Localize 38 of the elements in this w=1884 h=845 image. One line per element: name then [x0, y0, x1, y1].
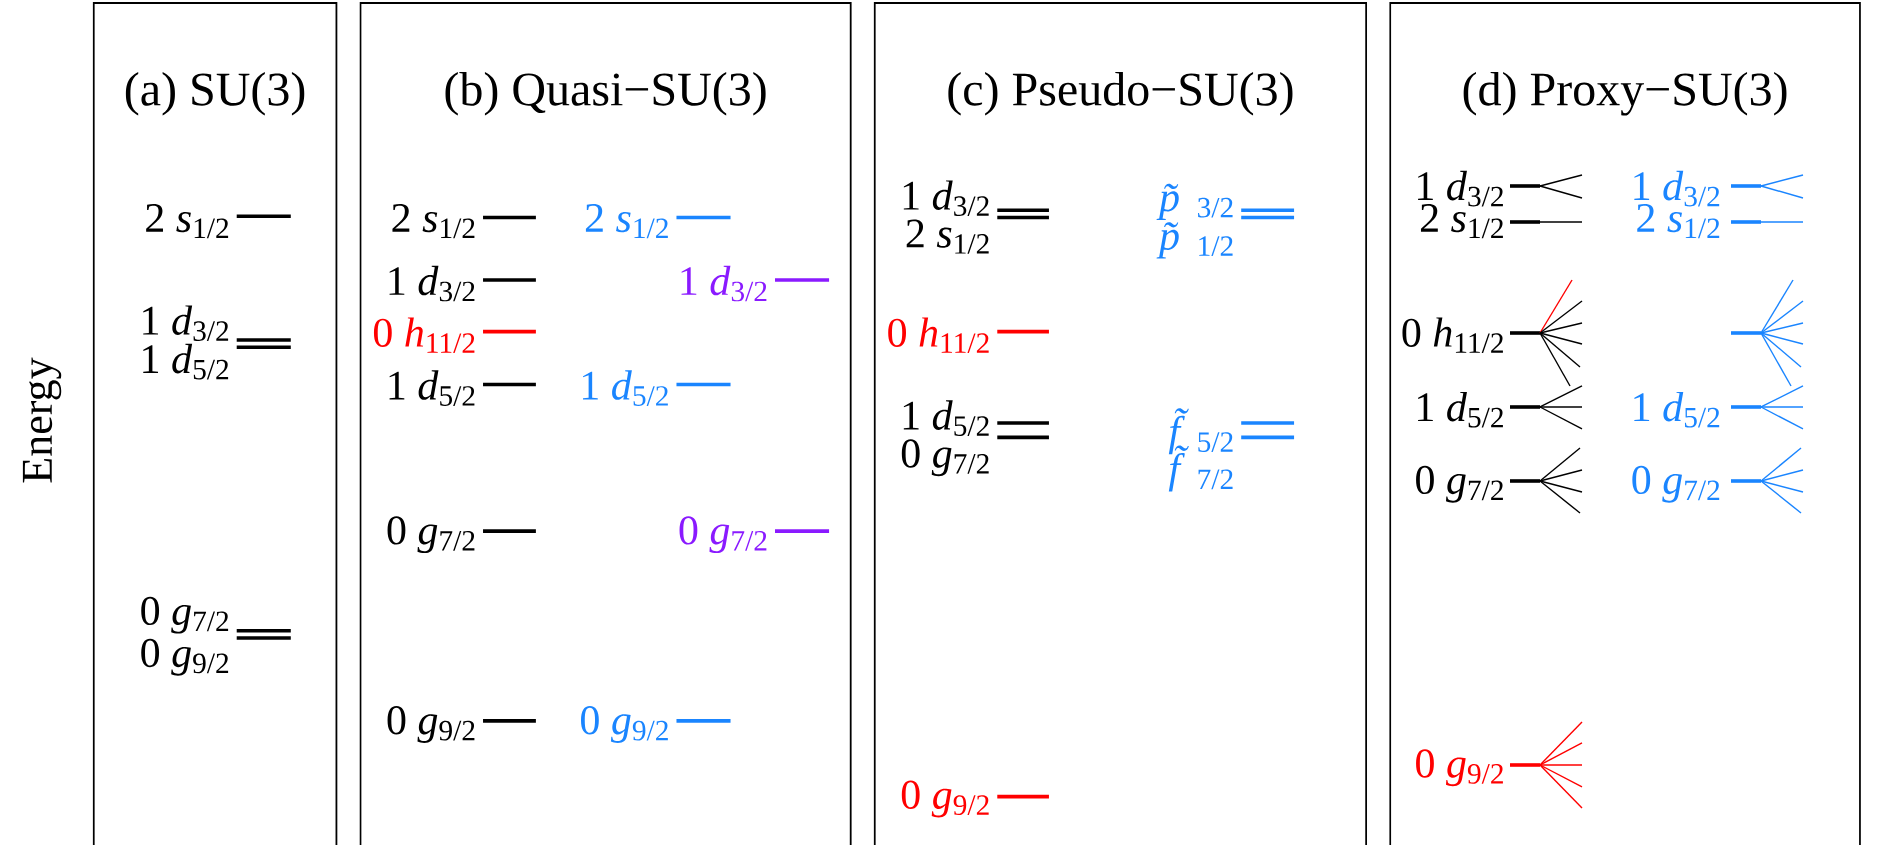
level-label: 1 d$_{5/2}$	[1418, 391, 1503, 428]
panel-box	[359, 2, 852, 845]
level-label: 1 d$_{3/2}$	[389, 265, 475, 302]
level-label: 0 g$_{9/2}$	[387, 706, 475, 743]
level-label: 0 h$_{11/2}$	[373, 317, 475, 354]
panel-title: (b) Quasi−SU(3)	[445, 71, 766, 116]
level-label: 1 d$_{5/2}$	[903, 400, 989, 436]
level-label: 1 d$_{3/2}$	[903, 180, 989, 217]
level-label: 2 s$_{1/2}$	[146, 203, 229, 239]
panel-box	[1389, 2, 1861, 845]
level-label: p̃$_{3/2}$	[1156, 183, 1233, 220]
level-label: p̃$_{1/2}$	[1156, 222, 1233, 259]
panel-box	[92, 2, 338, 845]
panel-title: (a) SU(3)	[125, 71, 305, 116]
level-label: 0 h$_{11/2}$	[1402, 317, 1503, 354]
level-label: 0 g$_{9/2}$	[141, 638, 229, 676]
level-label: 1 d$_{5/2}$	[1634, 391, 1720, 428]
level-label: 1 d$_{5/2}$	[389, 370, 475, 406]
level-label: 1 d$_{3/2}$	[143, 305, 229, 341]
level-label: 0 g$_{7/2}$	[1632, 465, 1720, 503]
level-label: 2 s$_{1/2}$	[585, 203, 668, 239]
level-label: 2 s$_{1/2}$	[906, 219, 989, 254]
level-label: 1 d$_{3/2}$	[681, 265, 767, 302]
panel-title: (d) Proxy−SU(3)	[1463, 71, 1787, 116]
level-label: 0 g$_{9/2}$	[901, 780, 989, 818]
level-label: 0 g$_{9/2}$	[1416, 749, 1503, 787]
level-label: 2 s$_{1/2}$	[392, 203, 475, 239]
level-label: 0 g$_{7/2}$	[1416, 465, 1503, 503]
level-label: 0 h$_{11/2}$	[888, 317, 989, 354]
panel-title: (c) Pseudo−SU(3)	[948, 71, 1293, 116]
level-label: 0 g$_{9/2}$	[581, 706, 668, 743]
level-label: 0 g$_{7/2}$	[679, 516, 767, 554]
level-label: 0 g$_{7/2}$	[901, 439, 989, 477]
level-label: 0 g$_{7/2}$	[141, 596, 229, 634]
level-label: 1 d$_{5/2}$	[583, 370, 668, 406]
level-label: 1 d$_{5/2}$	[143, 343, 229, 380]
panel-box	[873, 2, 1368, 845]
level-label: 0 g$_{7/2}$	[387, 516, 475, 554]
